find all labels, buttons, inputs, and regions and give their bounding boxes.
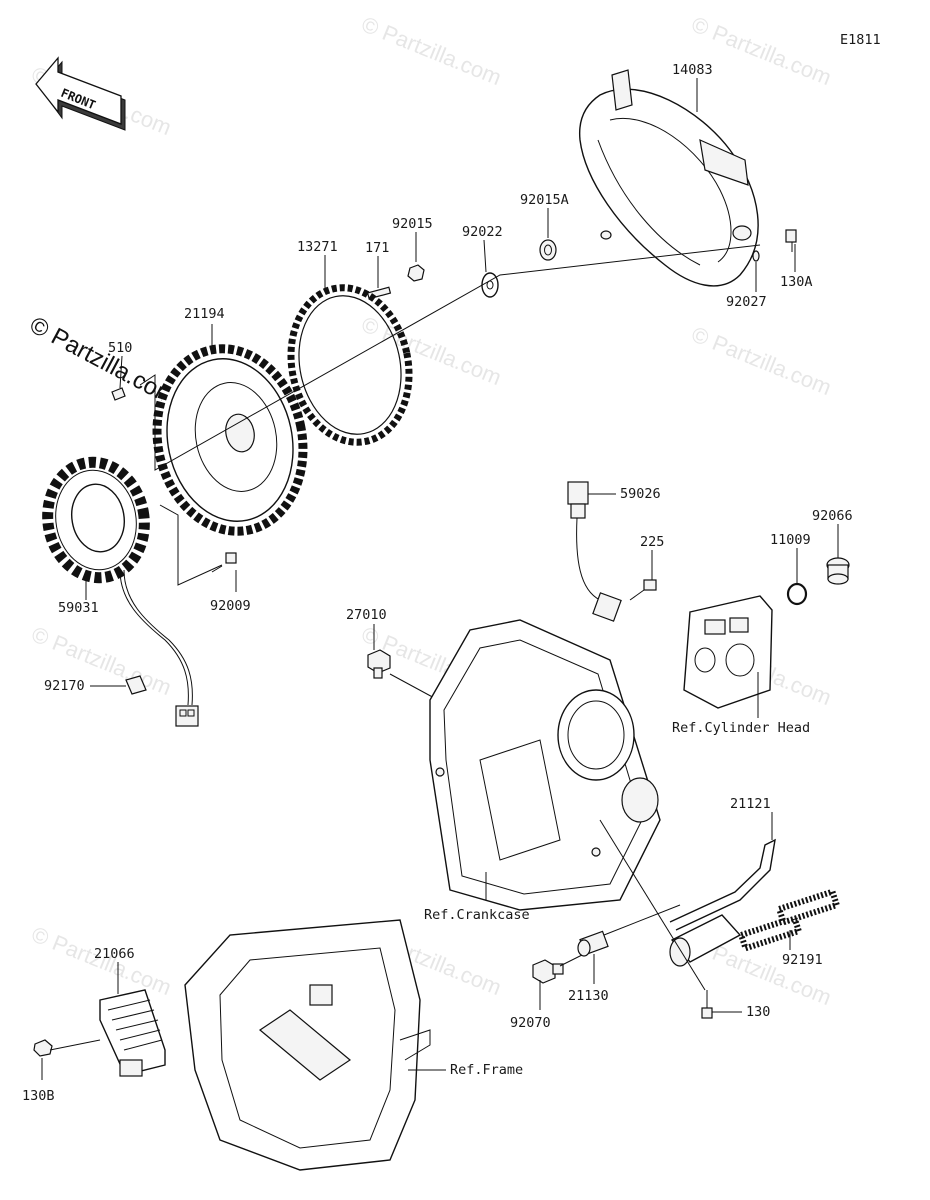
watermark: © Partzilla.com bbox=[358, 11, 505, 90]
label-21121: 21121 bbox=[730, 796, 771, 812]
label-92009: 92009 bbox=[210, 598, 251, 614]
label-92191: 92191 bbox=[782, 952, 823, 968]
label-130A: 130A bbox=[780, 274, 813, 290]
part-92022 bbox=[481, 272, 499, 298]
label-14083: 14083 bbox=[672, 62, 713, 78]
label-92170: 92170 bbox=[44, 678, 85, 694]
part-130B bbox=[33, 1039, 101, 1057]
part-92015 bbox=[407, 264, 425, 282]
label-92015A: 92015A bbox=[520, 192, 569, 208]
ref-cylinder-head-part bbox=[683, 595, 773, 709]
part-92191 bbox=[737, 887, 841, 953]
front-arrow-icon: FRONT bbox=[35, 56, 126, 131]
ref-frame-part bbox=[184, 919, 431, 1171]
diagram-code: E1811 bbox=[840, 32, 881, 48]
part-92015A bbox=[539, 239, 557, 261]
part-130A bbox=[785, 229, 797, 252]
label-130B: 130B bbox=[22, 1088, 55, 1104]
part-92066 bbox=[826, 557, 850, 585]
label-13271: 13271 bbox=[297, 239, 338, 255]
part-21130 bbox=[577, 914, 742, 967]
part-cover-14083 bbox=[578, 69, 759, 287]
part-92070 bbox=[532, 959, 564, 984]
label-92022: 92022 bbox=[462, 224, 503, 240]
label-225: 225 bbox=[640, 534, 664, 550]
side-brand-text: © Partzilla.com bbox=[25, 311, 180, 411]
part-27010 bbox=[367, 649, 391, 679]
part-92009 bbox=[211, 552, 237, 573]
label-92015: 92015 bbox=[392, 216, 433, 232]
part-130 bbox=[701, 990, 713, 1019]
ref-crankcase: Ref.Crankcase bbox=[424, 907, 530, 923]
part-225 bbox=[629, 579, 657, 601]
part-21066-regulator bbox=[99, 989, 166, 1077]
part-21194-flywheel bbox=[152, 344, 308, 536]
label-92070: 92070 bbox=[510, 1015, 551, 1031]
ref-crankcase-part bbox=[429, 619, 661, 911]
watermark: © Partzilla.com bbox=[688, 11, 835, 90]
part-13271 bbox=[287, 284, 413, 446]
part-21121 bbox=[669, 838, 776, 931]
label-59031: 59031 bbox=[58, 600, 99, 616]
label-171: 171 bbox=[365, 240, 389, 256]
part-11009 bbox=[786, 582, 808, 606]
label-11009: 11009 bbox=[770, 532, 811, 548]
label-92066: 92066 bbox=[812, 508, 853, 524]
label-21194: 21194 bbox=[184, 306, 225, 322]
label-59026: 59026 bbox=[620, 486, 661, 502]
label-510: 510 bbox=[108, 340, 132, 356]
part-59031-stator bbox=[42, 456, 199, 727]
watermark: © Partzilla.com bbox=[358, 311, 505, 390]
watermark: © Partzilla.com bbox=[688, 321, 835, 400]
ref-cylinder-head: Ref.Cylinder Head bbox=[672, 720, 810, 736]
label-21130: 21130 bbox=[568, 988, 609, 1004]
part-92027 bbox=[752, 250, 760, 262]
part-92170 bbox=[125, 675, 147, 695]
label-130: 130 bbox=[746, 1004, 770, 1020]
part-510 bbox=[111, 387, 126, 401]
part-59026-sensor bbox=[567, 481, 622, 622]
label-27010: 27010 bbox=[346, 607, 387, 623]
ref-frame: Ref.Frame bbox=[450, 1062, 523, 1078]
label-21066: 21066 bbox=[94, 946, 135, 962]
label-92027: 92027 bbox=[726, 294, 767, 310]
